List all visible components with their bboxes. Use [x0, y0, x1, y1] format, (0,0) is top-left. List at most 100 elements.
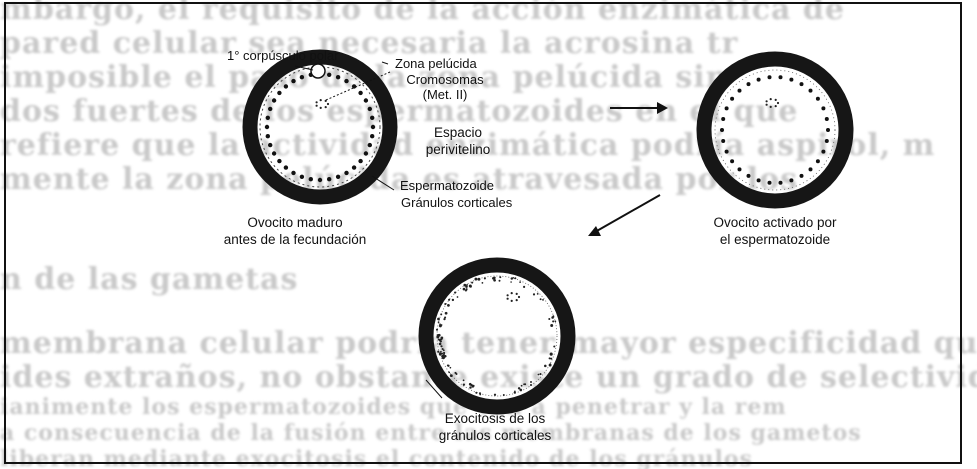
chromosome	[319, 106, 322, 109]
cortical-granule	[283, 84, 289, 89]
cortical-granule	[808, 88, 813, 93]
activated-caption-line1: Ovocito activado por	[713, 215, 837, 230]
zona-pelucida-ring	[696, 51, 854, 209]
background-text-line: embargo, el requisito de la acción enzim…	[0, 0, 845, 27]
released-granule	[447, 304, 450, 307]
released-granule	[539, 373, 542, 376]
chromosomes-label: Cromosomas (Met. II)	[395, 72, 495, 102]
cortical-granule	[737, 167, 742, 172]
cortical-granule	[327, 177, 332, 182]
released-granule	[437, 321, 440, 323]
zona-pelucida-ring	[418, 257, 576, 415]
cortical-granule	[789, 77, 794, 82]
released-granule	[448, 298, 451, 301]
cortical-granule	[370, 134, 375, 139]
label-leader-lines	[294, 61, 443, 399]
cortical-granule	[265, 134, 270, 139]
released-granule	[532, 293, 536, 296]
perivitelline-boundary	[259, 66, 381, 188]
mature-caption-line2: antes de la fecundación	[223, 232, 367, 247]
released-granule	[440, 336, 444, 340]
cortical-granule	[799, 173, 804, 178]
cortical-granule	[824, 139, 829, 143]
released-granule	[465, 288, 468, 290]
released-granule	[493, 278, 496, 282]
released-granule	[514, 277, 517, 280]
released-granule	[463, 283, 467, 287]
cortical-granule	[730, 96, 735, 101]
cortical-granule	[799, 82, 804, 87]
cortical-granule	[344, 170, 349, 176]
released-granule	[519, 281, 521, 283]
cortical-granule	[299, 75, 305, 80]
cortical-granule	[291, 170, 296, 176]
sperm-label: Espermatozoide	[400, 178, 494, 193]
exocytosis-caption: Exocitosis de los gránulos corticales	[395, 410, 595, 444]
released-granule	[498, 279, 501, 282]
perivitelline-label-line1: Espacio	[433, 125, 483, 140]
cortical-granules-ring	[264, 71, 376, 183]
cortical-granule	[268, 142, 273, 148]
zona-pelucida-ring	[242, 49, 398, 205]
cortical-granule	[737, 88, 742, 93]
released-granule	[444, 311, 448, 315]
released-granule	[443, 351, 446, 355]
released-granule	[436, 334, 440, 337]
cortical-granule	[351, 84, 357, 89]
released-granule	[529, 383, 533, 387]
cortical-granule	[815, 159, 820, 164]
cortical-granule	[363, 98, 369, 103]
cortical-granule	[351, 165, 357, 170]
cortical-granule	[767, 180, 772, 185]
chromosomes-label-line1: Cromosomas	[406, 72, 484, 87]
perivitelline-label: Espacio perivitelino	[408, 124, 508, 158]
arrow-to-activated	[610, 102, 668, 114]
cortical-granule	[370, 115, 375, 121]
released-granule	[499, 276, 502, 279]
chromosome	[769, 98, 772, 101]
zona-leader	[381, 61, 389, 65]
background-text-line: refiere que la actividad enzimática podr…	[0, 128, 936, 163]
exocytosis-leader	[425, 379, 443, 399]
released-granule	[439, 323, 441, 326]
cortical-granule	[767, 75, 772, 80]
cortical-granule	[756, 178, 761, 183]
released-granule	[438, 342, 442, 346]
chromosome	[769, 105, 772, 108]
released-granule	[442, 349, 445, 352]
released-granule	[550, 357, 553, 360]
cortical-granules-ring	[720, 75, 830, 185]
background-text-line: membrana celular podría tener mayor espe…	[0, 326, 977, 361]
released-granule	[483, 277, 486, 280]
released-granule	[523, 285, 526, 288]
released-granule	[438, 338, 442, 342]
released-granule	[443, 318, 446, 321]
released-granule	[477, 277, 481, 281]
cortical-granule	[721, 117, 726, 121]
released-granule	[519, 388, 523, 392]
activated-oocyte	[696, 51, 854, 209]
released-granule	[513, 391, 516, 394]
released-granule	[471, 281, 474, 284]
perivitelline-boundary	[436, 275, 558, 397]
cortical-granule	[367, 106, 372, 112]
released-granule	[464, 289, 467, 292]
chromosome	[517, 295, 521, 299]
released-granule	[502, 394, 505, 396]
cortical-granule	[821, 149, 826, 154]
cortical-granule	[358, 158, 363, 164]
released-granule	[468, 284, 472, 288]
background-text-line: ides extraños, no obstante existe un gra…	[0, 360, 977, 395]
released-granule	[448, 371, 451, 374]
released-granule	[537, 373, 540, 376]
sperm-leader	[371, 175, 395, 191]
background-text-line: mente la zona pelúcida es atravesada por…	[0, 162, 799, 197]
chromosomes-label-line2: (Met. II)	[422, 87, 468, 102]
released-granule	[510, 277, 514, 280]
arrow-to-exocytosis	[588, 194, 661, 236]
released-granule	[553, 345, 556, 348]
released-granule	[451, 298, 455, 302]
released-granule	[478, 392, 482, 395]
